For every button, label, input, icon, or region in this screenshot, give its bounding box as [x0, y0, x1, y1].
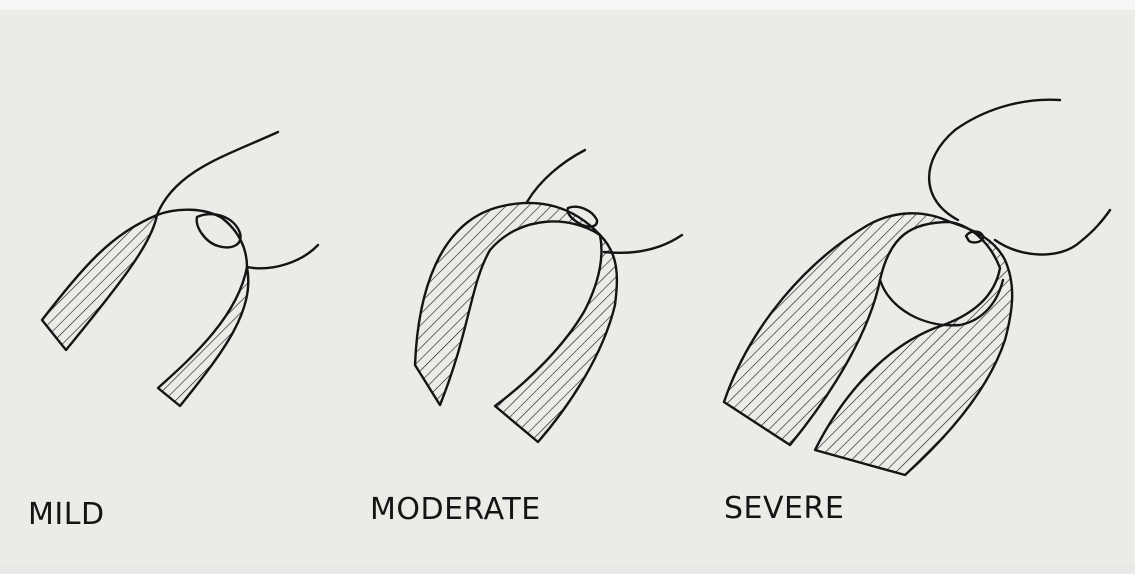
- mild-upper-curve: [157, 132, 278, 215]
- severe-illustration: [724, 100, 1110, 475]
- label-mild: MILD: [28, 497, 105, 532]
- label-moderate: MODERATE: [370, 492, 541, 527]
- mild-right-limb: [158, 267, 248, 406]
- moderate-right-limb: [495, 235, 617, 442]
- label-severe: SEVERE: [724, 491, 844, 526]
- moderate-upper-curve: [527, 150, 585, 202]
- mild-illustration: [42, 132, 318, 406]
- moderate-right-curve: [604, 235, 682, 253]
- mild-arch: [157, 210, 247, 267]
- mild-right-curve: [247, 245, 318, 268]
- severe-right-curve: [995, 210, 1110, 255]
- stages-diagram: [0, 10, 1135, 574]
- severe-upper-curve: [929, 100, 1060, 220]
- moderate-illustration: [415, 150, 682, 442]
- mild-left-limb: [42, 215, 157, 350]
